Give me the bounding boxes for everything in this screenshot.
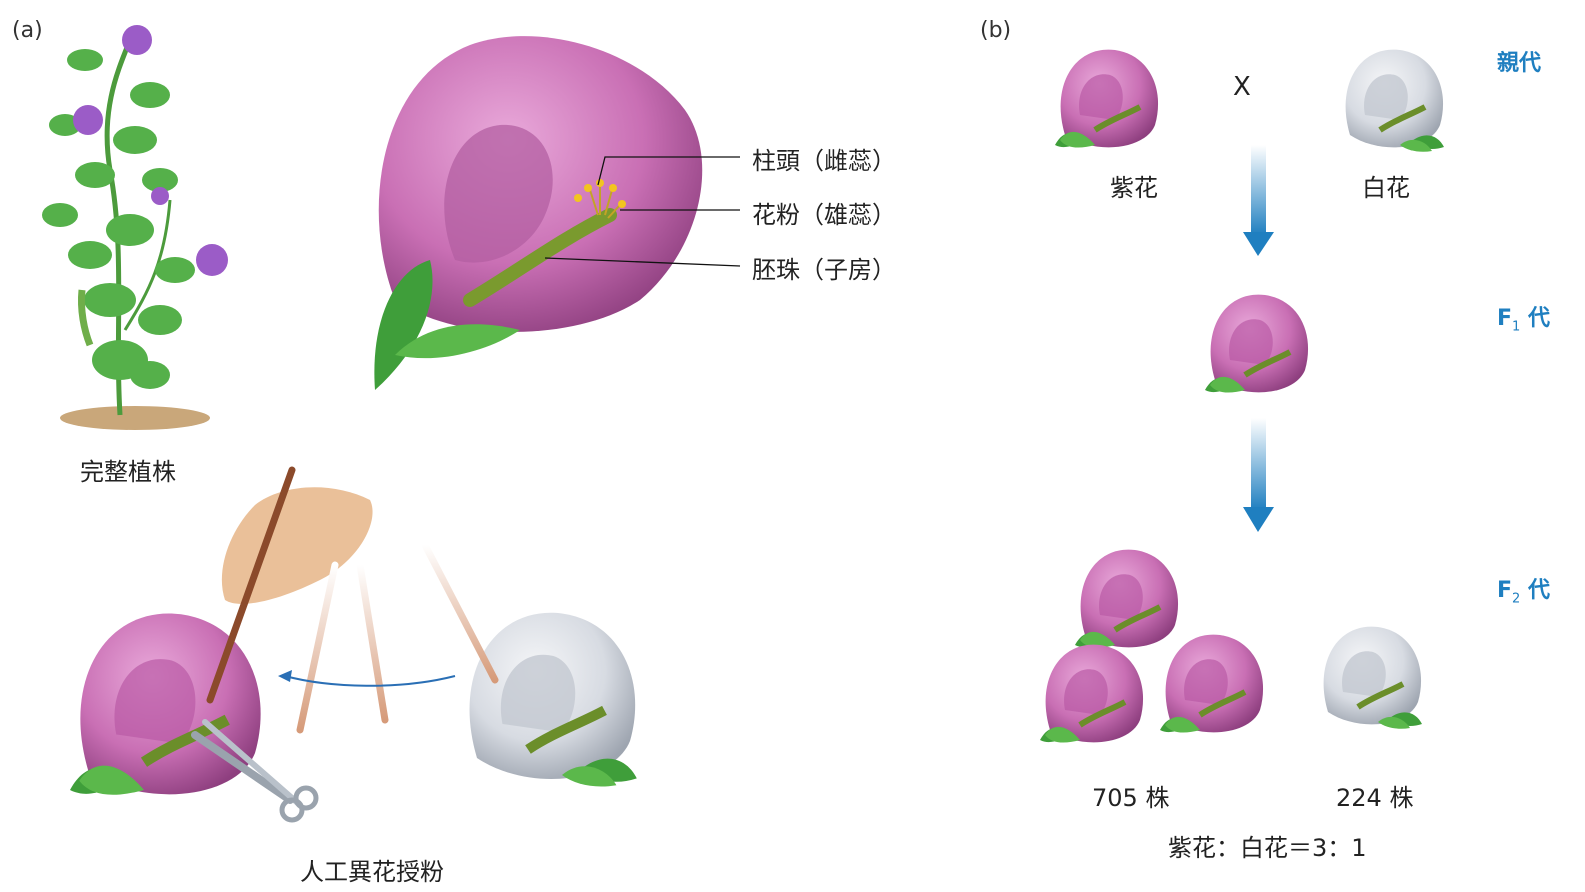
stigma-label: 柱頭（雌蕊） <box>752 141 896 176</box>
generation-label-parent: 親代 <box>1497 45 1541 77</box>
cross-symbol: X <box>1233 72 1251 102</box>
f2-white-flower <box>1324 627 1422 729</box>
whole-plant-caption: 完整植株 <box>80 452 176 487</box>
cross-pollination-illustration <box>70 470 637 820</box>
flower-anatomy-illustration <box>374 36 740 390</box>
parent-purple-label: 紫花 <box>1110 168 1158 203</box>
parent-white-label: 白花 <box>1362 168 1410 203</box>
parent-purple-flower <box>1055 50 1158 148</box>
cross-pollination-caption: 人工異花授粉 <box>300 852 444 887</box>
pollen-label: 花粉（雄蕊） <box>752 195 896 230</box>
generation-label-f2: F2 代 <box>1497 572 1550 606</box>
hand <box>222 487 373 604</box>
transfer-arrowhead <box>278 670 292 682</box>
paintbrush-ghost <box>300 565 335 730</box>
donor-white-flower <box>470 613 637 787</box>
ovule-label: 胚珠（子房） <box>752 250 896 285</box>
down-arrow-parent-to-f1 <box>1243 145 1274 256</box>
generation-label-f1: F1 代 <box>1497 300 1550 334</box>
sepal <box>374 260 432 390</box>
f1-purple-flower <box>1205 295 1308 393</box>
parent-white-flower <box>1346 50 1444 152</box>
f2-purple-flower <box>1075 550 1178 648</box>
soil-patch <box>60 406 210 430</box>
paintbrush-ghost <box>360 565 385 720</box>
panel-b-tag: (b) <box>980 18 1011 43</box>
purple-count: 705 株 <box>1092 778 1169 813</box>
pea-plant-illustration <box>42 25 228 430</box>
f2-purple-flower <box>1160 635 1263 733</box>
paintbrush-ghost <box>425 545 495 680</box>
panel-a-tag: (a) <box>12 18 43 43</box>
down-arrow-f1-to-f2 <box>1243 418 1274 532</box>
f2-purple-flower <box>1040 645 1143 743</box>
white-count: 224 株 <box>1336 778 1413 813</box>
phenotype-ratio: 紫花：白花＝3：1 <box>1168 828 1367 863</box>
